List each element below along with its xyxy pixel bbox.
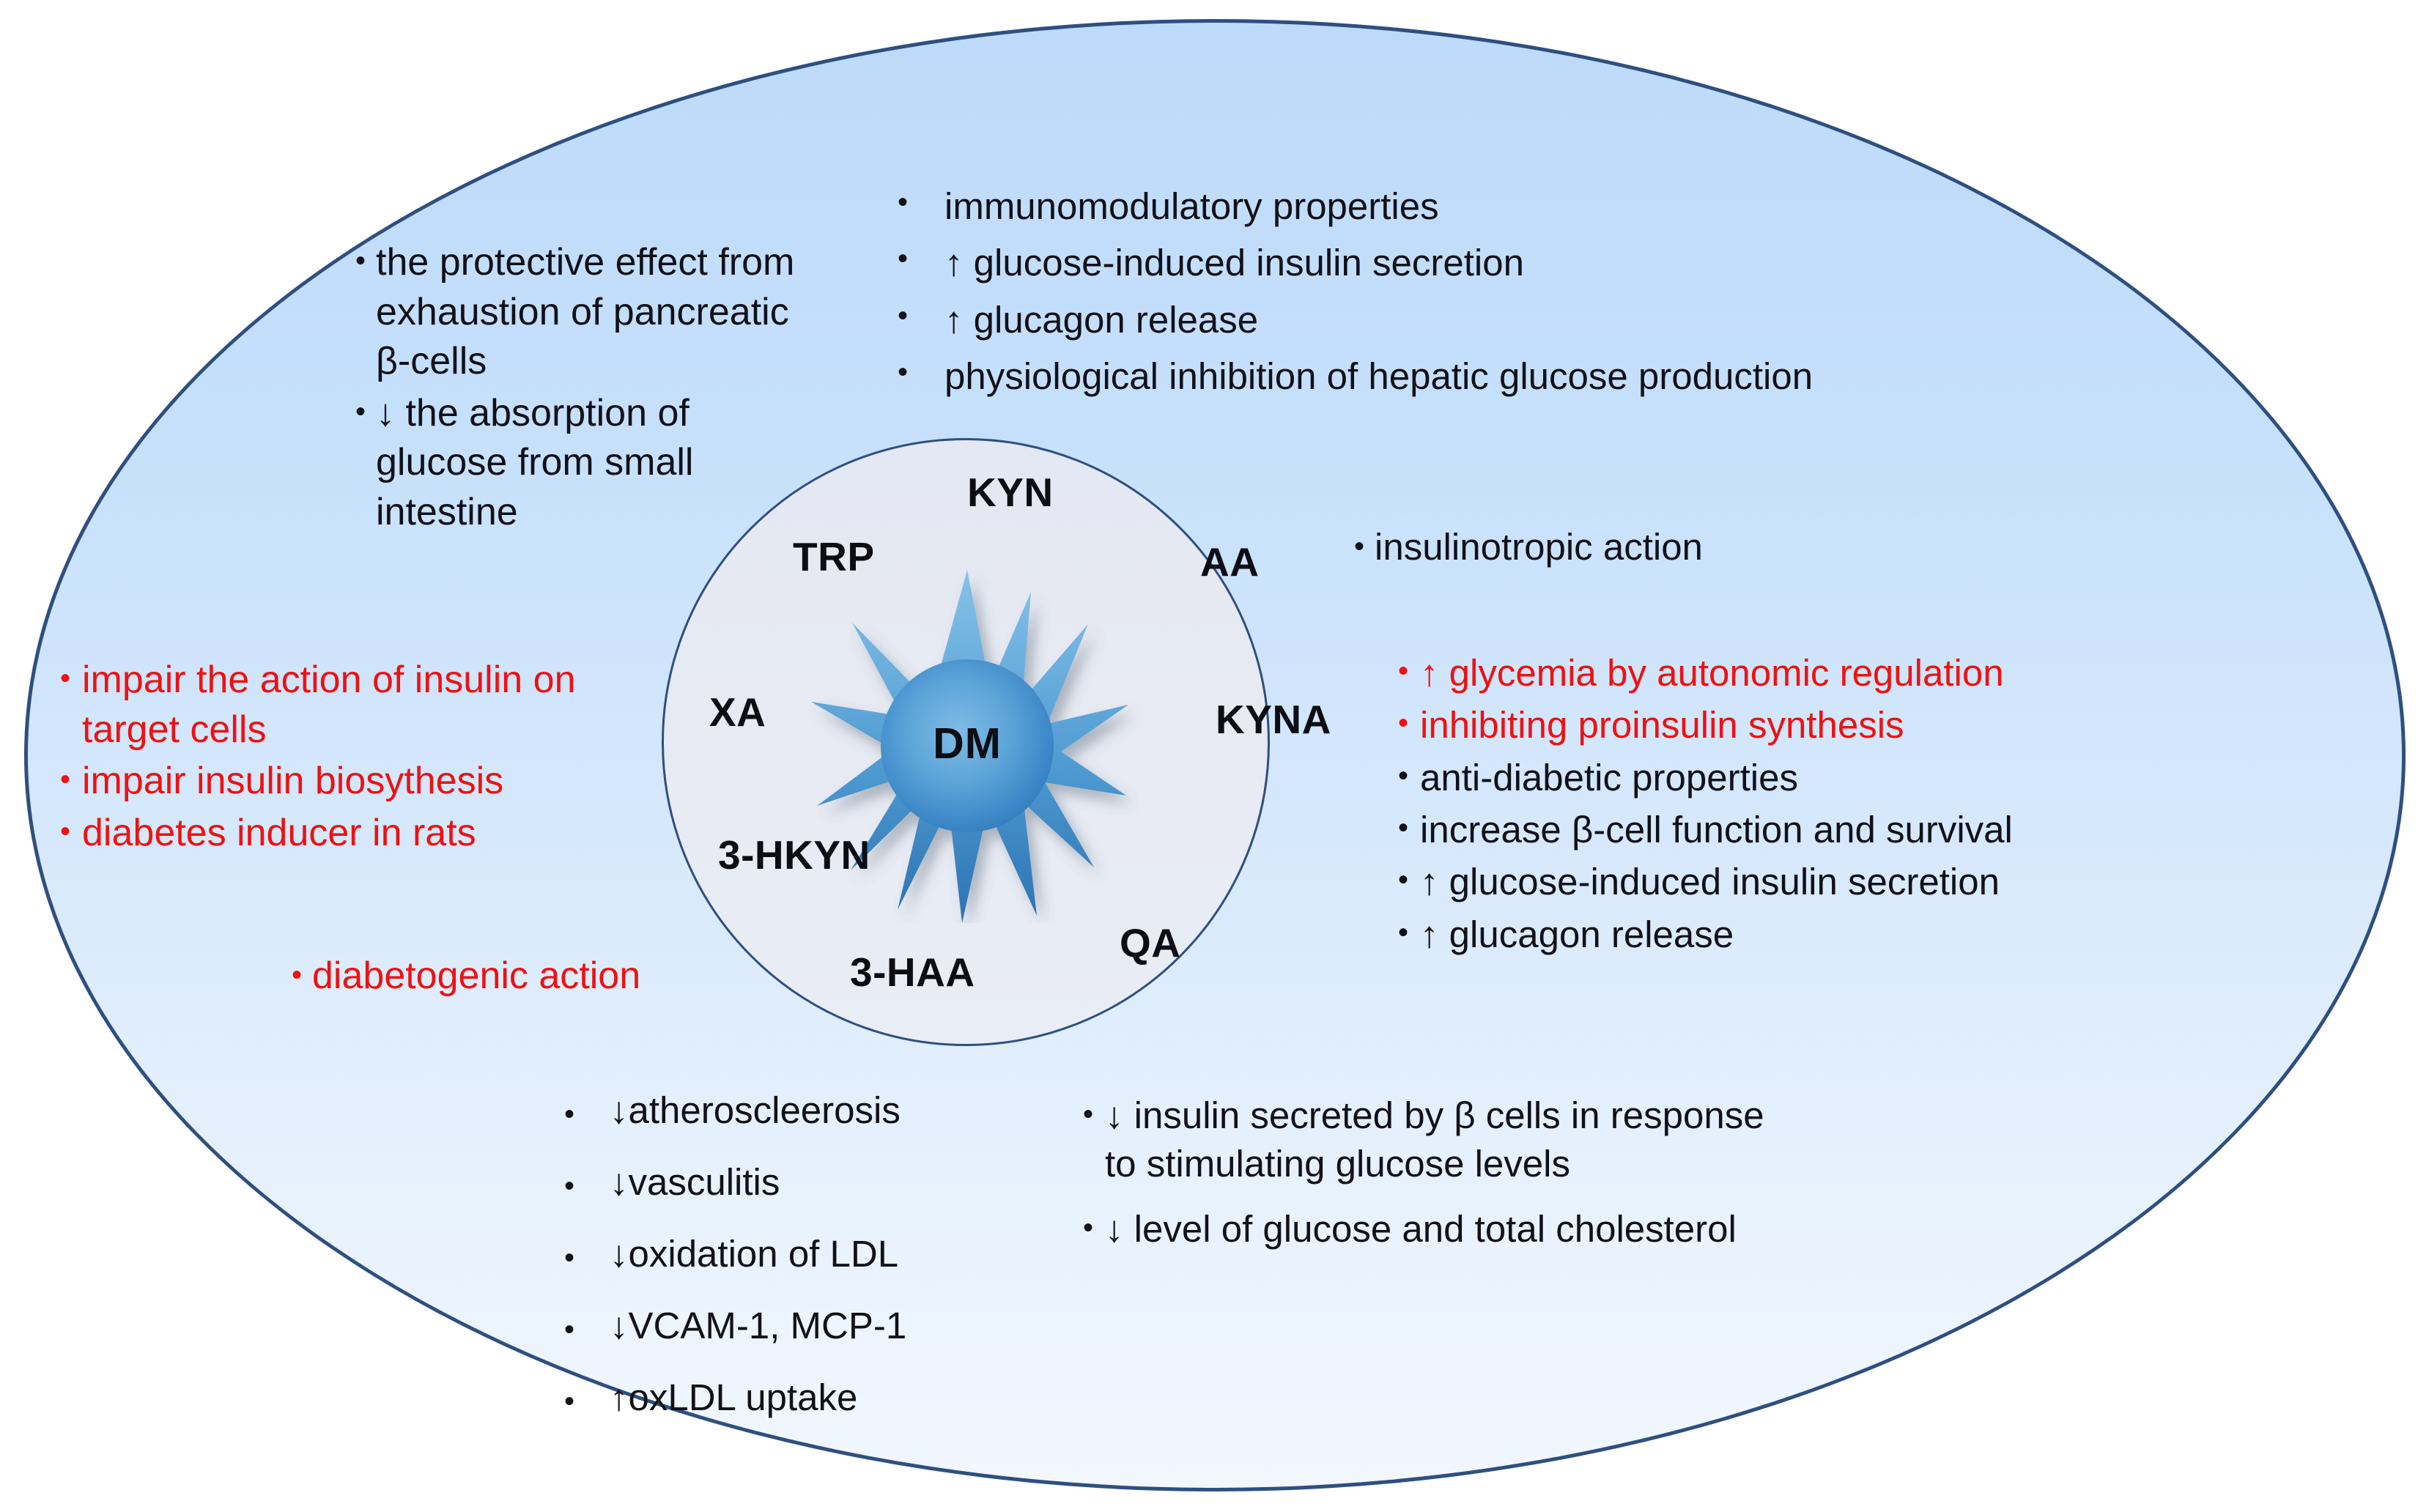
list-item-label: ↑oxLDL uptake xyxy=(610,1376,858,1418)
list-item: • insulinotropic action xyxy=(1354,524,1940,571)
list-item-label: physiological inhibition of hepatic gluc… xyxy=(944,355,1814,398)
list-item-label: ↓atheroscleerosis xyxy=(610,1089,901,1131)
bullet-icon: • xyxy=(1083,1098,1094,1130)
list-item-label: impair insulin biosythesis xyxy=(82,760,504,803)
bullet-icon: • xyxy=(564,1313,575,1346)
bullet-icon: • xyxy=(355,245,366,277)
list-item-label: immunomodulatory properties xyxy=(944,185,1439,227)
list-item-label: ↓ insulin secreted by β cells in respons… xyxy=(1105,1094,1764,1185)
metabolite-label-3haa: 3-HAA xyxy=(850,949,975,995)
metabolite-label-kyn: KYN xyxy=(967,470,1054,515)
list-item-label: inhibiting proinsulin synthesis xyxy=(1420,704,1904,746)
list-item: • ↓ the absorption of glucose from small … xyxy=(355,389,795,538)
bullet-icon: • xyxy=(1398,811,1409,844)
list-item-label: ↑ glucagon release xyxy=(944,298,1259,341)
list-item: • diabetes inducer in rats xyxy=(60,809,668,859)
metabolite-label-xa: XA xyxy=(709,689,766,735)
list-item: • ↓atheroscleerosis xyxy=(564,1092,1033,1137)
list-item-label: ↓ level of glucose and total cholesterol xyxy=(1105,1207,1737,1250)
text-block-3hkyn-effects: • diabetogenic action xyxy=(292,952,746,1003)
bullet-icon: • xyxy=(60,662,71,694)
list-item: • ↓oxidation of LDL xyxy=(564,1235,1033,1281)
text-block-kyn-effects: • immunomodulatory properties • ↑ glucose-i… xyxy=(898,179,2143,407)
list-item: • immunomodulatory properties xyxy=(898,179,2143,234)
metabolite-label-3hkyn: 3-HKYN xyxy=(718,832,870,878)
list-item-label: ↓ the absorption of glucose from small i… xyxy=(376,391,694,533)
list-item-label: insulinotropic action xyxy=(1375,526,1703,568)
text-block-xa-effects: • impair the action of insulin on target … xyxy=(60,656,668,860)
list-item-label: ↓VCAM-1, MCP-1 xyxy=(610,1305,907,1346)
list-item: • inhibiting proinsulin synthesis xyxy=(1398,700,2219,750)
list-item-label: increase β-cell function and survival xyxy=(1420,808,2013,850)
list-item: • ↓ insulin secreted by β cells in respon… xyxy=(1083,1092,1764,1189)
list-item: • ↓vasculitis xyxy=(564,1163,1033,1209)
metabolite-label-trp: TRP xyxy=(793,534,875,579)
text-block-3haa-effects: • ↓atheroscleerosis • ↓vasculitis • ↓oxidatio… xyxy=(564,1092,1033,1450)
bullet-icon: • xyxy=(564,1098,575,1130)
text-block-qa-effects: • ↓ insulin secreted by β cells in respon… xyxy=(1083,1092,1764,1270)
bullet-icon: • xyxy=(898,356,909,389)
bullet-icon: • xyxy=(1398,655,1409,687)
list-item: • impair insulin biosythesis xyxy=(60,757,668,807)
list-item: • ↓VCAM-1, MCP-1 xyxy=(564,1307,1033,1352)
list-item-label: ↓oxidation of LDL xyxy=(610,1233,899,1275)
list-item-label: ↑ glucose-induced insulin secretion xyxy=(1420,861,2000,903)
metabolite-label-kyna: KYNA xyxy=(1216,697,1331,742)
list-item-label: ↑ glucagon release xyxy=(1420,913,1734,955)
bullet-icon: • xyxy=(355,395,366,428)
list-item: • ↑ glucagon release xyxy=(1398,910,2219,960)
metabolite-label-qa: QA xyxy=(1120,920,1181,966)
list-item: • impair the action of insulin on target … xyxy=(60,656,668,755)
bullet-icon: • xyxy=(60,763,71,796)
text-block-aa-effects: • insulinotropic action xyxy=(1354,524,1940,573)
bullet-icon: • xyxy=(292,959,303,991)
list-item: • ↑ glycemia by autonomic regulation xyxy=(1398,648,2219,698)
bullet-icon: • xyxy=(564,1170,575,1202)
list-item-label: ↑ glycemia by autonomic regulation xyxy=(1420,652,2004,694)
bullet-icon: • xyxy=(1398,864,1409,897)
bullet-icon: • xyxy=(898,186,909,218)
list-item: • ↑ glucagon release xyxy=(898,293,2143,347)
bullet-icon: • xyxy=(60,815,71,848)
list-item: • ↑ glucose-induced insulin secretion xyxy=(898,236,2143,290)
list-item: • ↓ level of glucose and total cholestero… xyxy=(1083,1205,1764,1253)
list-item: • physiological inhibition of hepatic glu… xyxy=(898,349,2143,404)
bullet-icon: • xyxy=(564,1385,575,1418)
metabolite-label-aa: AA xyxy=(1200,539,1260,585)
bullet-icon: • xyxy=(898,242,909,275)
list-item-label: impair the action of insulin on target c… xyxy=(82,659,576,751)
bullet-icon: • xyxy=(898,299,909,332)
list-item-label: anti-diabetic properties xyxy=(1420,756,1798,798)
list-item: • ↑ glucose-induced insulin secretion xyxy=(1398,857,2219,907)
list-item: • the protective effect from exhaustion o… xyxy=(355,238,795,387)
list-item: • anti-diabetic properties xyxy=(1398,753,2219,803)
list-item: • ↑oxLDL uptake xyxy=(564,1379,1033,1424)
bullet-icon: • xyxy=(1354,530,1365,563)
list-item-label: ↑ glucose-induced insulin secretion xyxy=(944,242,1524,284)
bullet-icon: • xyxy=(1398,916,1409,949)
list-item-label: diabetogenic action xyxy=(312,955,641,997)
bullet-icon: • xyxy=(1398,707,1409,740)
list-item: • diabetogenic action xyxy=(292,952,746,1001)
text-block-kyna-effects: • ↑ glycemia by autonomic regulation • inhi… xyxy=(1398,648,2219,962)
bullet-icon: • xyxy=(1398,759,1409,792)
list-item-label: diabetes inducer in rats xyxy=(82,811,476,854)
text-block-trp-effects: • the protective effect from exhaustion o… xyxy=(355,238,795,540)
bullet-icon: • xyxy=(1083,1211,1094,1244)
bullet-icon: • xyxy=(564,1242,575,1274)
list-item: • increase β-cell function and survival xyxy=(1398,805,2219,855)
list-item-label: ↓vasculitis xyxy=(610,1161,780,1203)
list-item-label: the protective effect from exhaustion of… xyxy=(376,241,795,383)
